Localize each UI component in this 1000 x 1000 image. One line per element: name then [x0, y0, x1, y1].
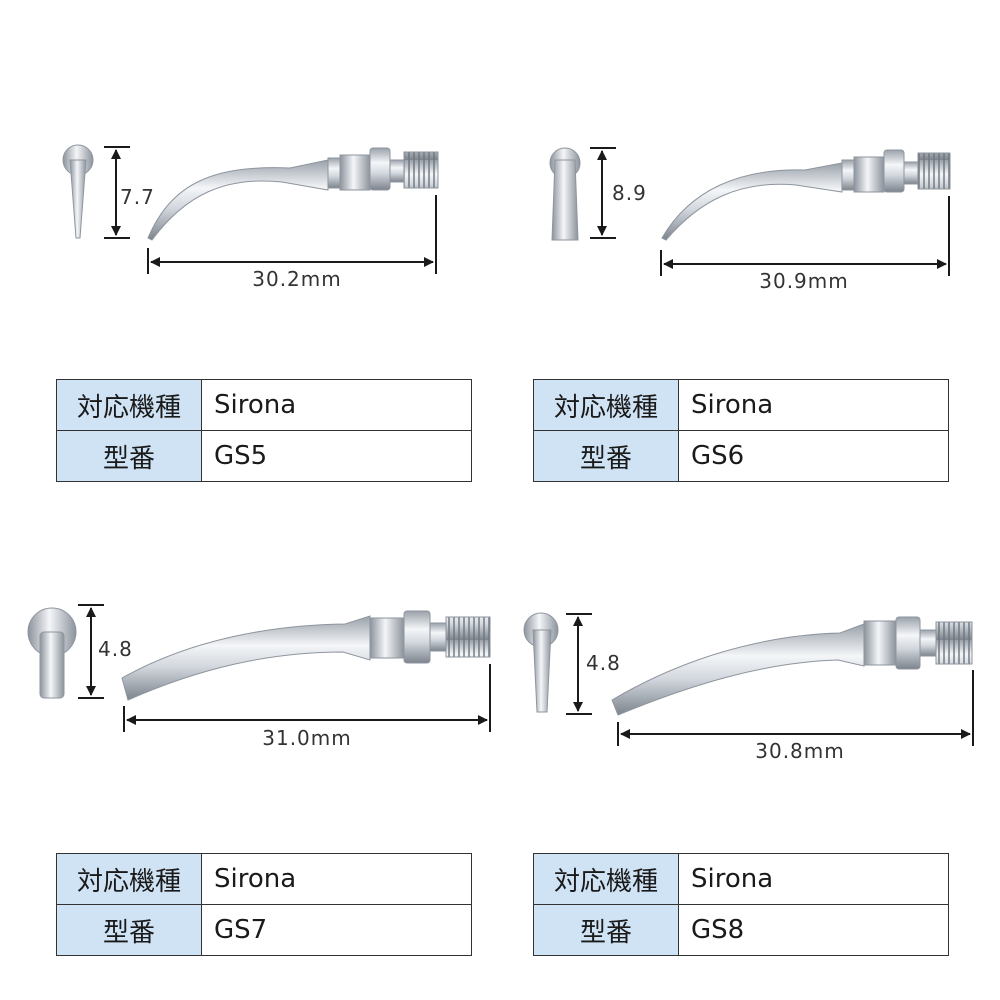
model-number-value: GS7: [201, 904, 472, 956]
tip-height-dimension: 4.8: [78, 604, 133, 699]
tip-height-dimension: 4.8: [566, 613, 621, 715]
compatible-model-header: 対応機種: [56, 853, 202, 905]
tip-height-label: 4.8: [98, 637, 133, 661]
tip-body: [121, 610, 491, 701]
spec-table-gs5: 対応機種 Sirona 型番 GS5: [56, 379, 472, 482]
table-row: 型番 GS7: [56, 904, 472, 956]
spec-table-gs8: 対応機種 Sirona 型番 GS8: [533, 853, 949, 956]
model-number-header: 型番: [533, 430, 679, 482]
tip-gs6: 8.9 30.9mm: [549, 147, 951, 293]
tip-side-view: [62, 144, 94, 239]
length-label: 30.2mm: [252, 267, 342, 291]
compatible-model-header: 対応機種: [533, 853, 679, 905]
tip-height-label: 4.8: [586, 651, 621, 675]
spec-table-gs6: 対応機種 Sirona 型番 GS6: [533, 379, 949, 482]
tip-side-view: [549, 147, 581, 241]
tip-body: [611, 616, 973, 716]
compatible-model-value: Sirona: [201, 379, 472, 431]
table-row: 対応機種 Sirona: [533, 379, 949, 431]
length-dimension: 30.9mm: [660, 196, 950, 293]
table-row: 型番 GS6: [533, 430, 949, 482]
table-row: 対応機種 Sirona: [533, 853, 949, 905]
model-number-header: 型番: [533, 904, 679, 956]
tip-side-view: [523, 612, 559, 713]
model-number-value: GS6: [678, 430, 949, 482]
compatible-model-value: Sirona: [678, 379, 949, 431]
tip-height-dimension: 7.7: [104, 146, 155, 239]
tip-height-label: 7.7: [120, 185, 155, 209]
tip-height-dimension: 8.9: [590, 147, 647, 239]
tip-body: [661, 149, 951, 241]
model-number-value: GS5: [201, 430, 472, 482]
length-dimension: 30.8mm: [617, 670, 974, 763]
tip-gs7: 4.8 31.0mm: [27, 604, 491, 750]
compatible-model-value: Sirona: [201, 853, 472, 905]
table-row: 型番 GS5: [56, 430, 472, 482]
model-number-value: GS8: [678, 904, 949, 956]
model-number-header: 型番: [56, 430, 202, 482]
table-row: 型番 GS8: [533, 904, 949, 956]
length-label: 30.9mm: [759, 269, 849, 293]
length-dimension: 30.2mm: [147, 195, 437, 291]
length-label: 31.0mm: [262, 726, 352, 750]
tip-side-view: [27, 607, 77, 699]
compatible-model-value: Sirona: [678, 853, 949, 905]
length-label: 30.8mm: [755, 739, 845, 763]
compatible-model-header: 対応機種: [533, 379, 679, 431]
compatible-model-header: 対応機種: [56, 379, 202, 431]
table-row: 対応機種 Sirona: [56, 853, 472, 905]
length-dimension: 31.0mm: [123, 664, 491, 750]
tip-gs5: 7.7 30.2mm: [62, 144, 439, 291]
tip-gs8: 4.8 30.8mm: [523, 612, 974, 763]
table-row: 対応機種 Sirona: [56, 379, 472, 431]
tip-height-label: 8.9: [612, 181, 647, 205]
model-number-header: 型番: [56, 904, 202, 956]
spec-table-gs7: 対応機種 Sirona 型番 GS7: [56, 853, 472, 956]
tip-body: [147, 147, 439, 241]
